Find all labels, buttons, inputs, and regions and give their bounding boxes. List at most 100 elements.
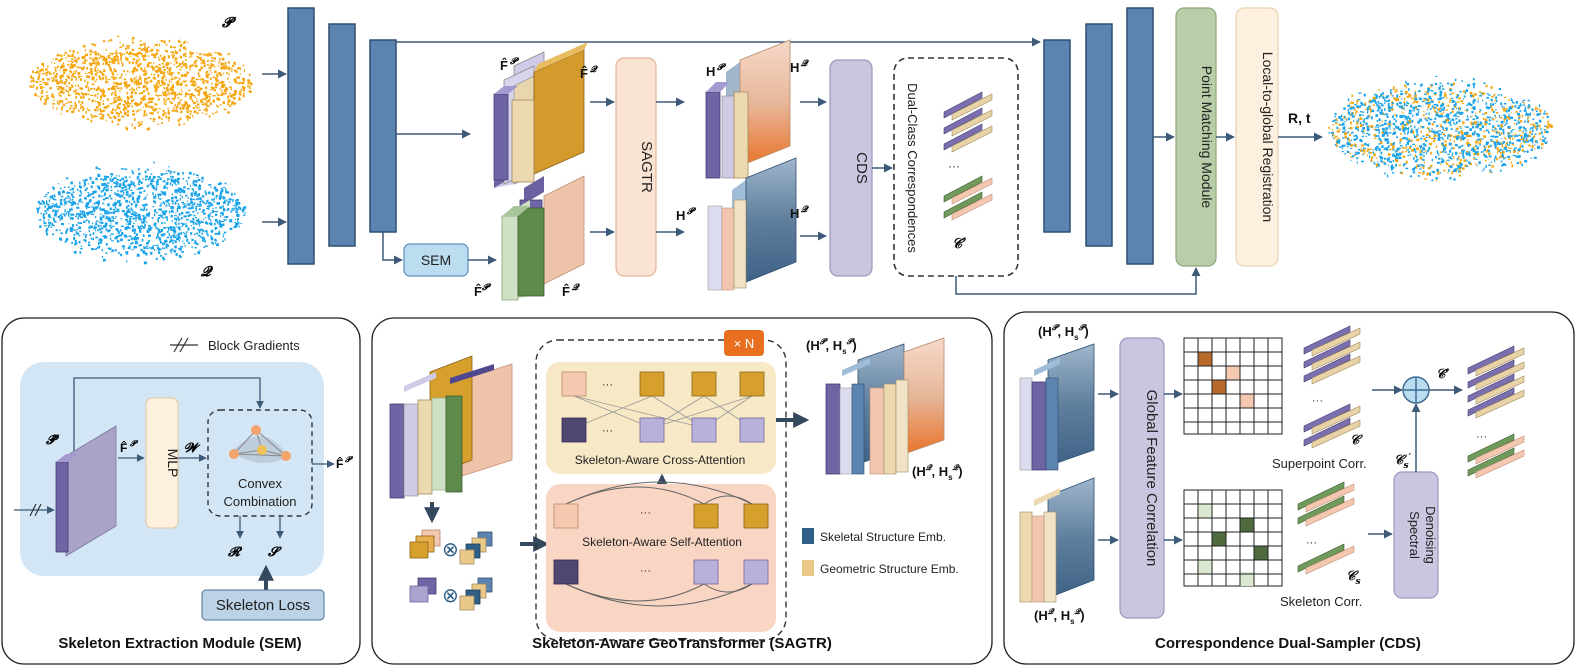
point xyxy=(1410,97,1413,100)
point xyxy=(109,194,111,198)
point xyxy=(215,195,219,197)
point xyxy=(196,195,199,197)
point xyxy=(136,177,139,180)
point xyxy=(235,223,239,226)
point xyxy=(183,41,186,44)
point xyxy=(1441,84,1444,87)
point xyxy=(180,74,184,77)
point xyxy=(174,221,177,224)
point xyxy=(208,98,211,101)
point xyxy=(206,100,208,103)
point xyxy=(1443,106,1446,110)
point xyxy=(136,175,140,178)
point xyxy=(117,211,120,213)
point xyxy=(124,246,126,248)
point xyxy=(1387,164,1389,167)
point xyxy=(39,206,41,209)
point xyxy=(197,220,201,224)
point xyxy=(52,233,54,236)
point xyxy=(175,77,178,79)
point xyxy=(71,53,74,55)
point xyxy=(78,101,81,103)
point xyxy=(1414,107,1418,110)
point xyxy=(151,97,154,101)
point xyxy=(90,213,93,215)
point xyxy=(1476,123,1480,126)
point xyxy=(1419,120,1423,122)
point xyxy=(105,189,109,192)
point xyxy=(182,190,186,193)
legend-skeletal-swatch xyxy=(802,528,814,544)
point xyxy=(89,233,92,236)
point xyxy=(1386,148,1389,151)
point xyxy=(1538,119,1542,123)
point xyxy=(197,234,201,237)
point xyxy=(104,184,108,186)
point xyxy=(1485,105,1488,109)
point xyxy=(1455,153,1458,155)
point xyxy=(65,102,68,104)
point xyxy=(1534,125,1536,127)
point xyxy=(135,61,137,65)
point xyxy=(1363,118,1365,121)
point xyxy=(1462,121,1465,124)
point xyxy=(143,207,146,210)
point xyxy=(176,237,178,241)
point xyxy=(62,65,65,68)
point xyxy=(79,198,82,200)
point xyxy=(1482,117,1485,120)
point xyxy=(1457,167,1459,170)
point xyxy=(153,200,156,203)
point xyxy=(85,205,89,208)
point xyxy=(72,200,74,203)
point xyxy=(235,206,237,209)
point xyxy=(157,74,160,77)
point xyxy=(1524,114,1527,116)
point xyxy=(203,53,205,56)
point xyxy=(107,79,111,81)
point xyxy=(175,109,178,111)
sagtr-block xyxy=(615,57,657,277)
point xyxy=(1470,121,1472,124)
point xyxy=(201,200,204,202)
point xyxy=(1494,99,1496,102)
point xyxy=(105,252,108,254)
point xyxy=(1421,164,1424,167)
point xyxy=(1520,134,1523,137)
point xyxy=(83,60,85,63)
point xyxy=(1547,123,1550,126)
point xyxy=(192,198,195,201)
point xyxy=(111,233,114,235)
point xyxy=(1395,157,1398,160)
point xyxy=(239,73,242,75)
point xyxy=(1502,107,1505,110)
point xyxy=(1396,126,1400,129)
point xyxy=(235,76,238,78)
point xyxy=(1496,157,1498,161)
point xyxy=(1405,146,1408,149)
point xyxy=(150,182,153,184)
point xyxy=(216,110,218,113)
point xyxy=(184,205,187,208)
point xyxy=(161,235,164,237)
point xyxy=(1395,125,1398,129)
point xyxy=(192,220,195,223)
point xyxy=(247,82,249,85)
point xyxy=(202,59,205,63)
point xyxy=(96,78,98,81)
point xyxy=(197,178,201,182)
point xyxy=(109,69,113,72)
point xyxy=(1411,129,1414,133)
point xyxy=(139,191,142,194)
point xyxy=(1496,120,1498,123)
point xyxy=(205,75,209,78)
point xyxy=(134,214,138,217)
point xyxy=(191,206,194,209)
point xyxy=(161,76,164,80)
point xyxy=(201,176,204,178)
point xyxy=(190,80,193,83)
point xyxy=(198,223,200,226)
point xyxy=(196,55,199,58)
point xyxy=(107,64,111,67)
point xyxy=(48,206,51,209)
